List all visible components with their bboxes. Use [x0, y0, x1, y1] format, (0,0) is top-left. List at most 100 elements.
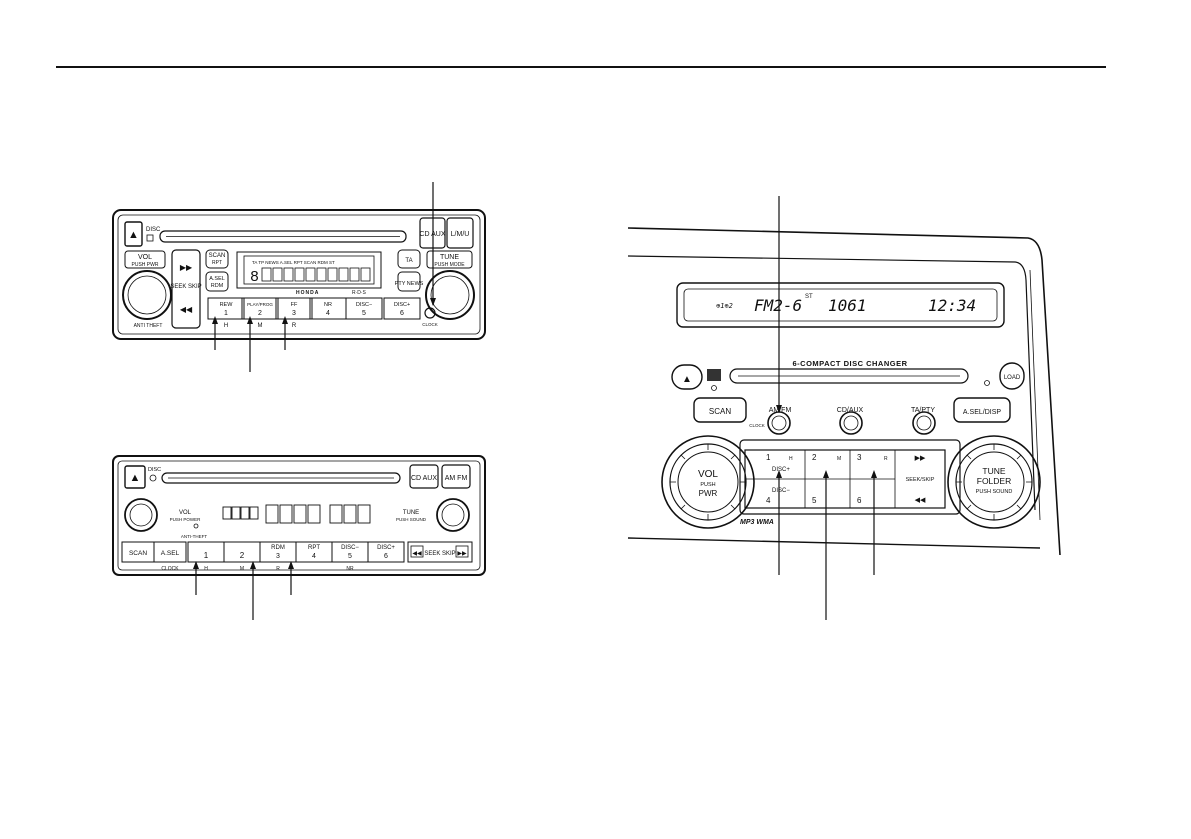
- asel-disp-button[interactable]: [953, 397, 1011, 423]
- preset-button-5[interactable]: [345, 297, 383, 320]
- preset-b-6-num: 6: [384, 553, 388, 560]
- preset-b-1-num: 1: [204, 551, 209, 560]
- rdm-label: RDM: [211, 283, 224, 289]
- tune-label-c: TUNE: [982, 466, 1005, 476]
- display-digit: 8: [250, 269, 259, 286]
- push-mode-label: PUSH MODE: [434, 262, 465, 268]
- push-label-c: PUSH: [700, 482, 715, 488]
- preset-b-6-top: DISC+: [377, 545, 395, 551]
- hmr-c-h: H: [789, 456, 793, 462]
- hmr-r: R: [292, 323, 297, 329]
- tune-knob[interactable]: [425, 270, 475, 320]
- seek-skip-label-b: SEEK SKIP: [424, 551, 455, 557]
- am-fm-button-b[interactable]: [441, 464, 471, 489]
- load-button[interactable]: [999, 362, 1025, 390]
- radio-a: ▲ DISC CD AUX L/M/U VOL PUSH PWR ANTI TH…: [112, 182, 486, 372]
- eject-button-b[interactable]: [124, 465, 146, 489]
- am-fm-button[interactable]: [767, 411, 791, 435]
- seek-skip-rocker[interactable]: [171, 249, 201, 329]
- ta-label: TA: [405, 258, 412, 264]
- hmr-h: H: [224, 323, 228, 329]
- header-rule: [56, 66, 1106, 68]
- radio-c: ⊕1⊕2 FM2-6 ST 1061 12:34 6-COMPACT DISC …: [627, 196, 1061, 620]
- display-band: FM2-6: [754, 296, 802, 315]
- preset-c-1[interactable]: 1: [766, 453, 771, 462]
- lmu-button[interactable]: [446, 217, 474, 249]
- below-r: R: [276, 566, 280, 572]
- seek-skip-rocker-b[interactable]: [407, 541, 473, 563]
- callout-arrowheads-a: [212, 298, 436, 324]
- lmu-label: L/M/U: [451, 231, 470, 238]
- preset-b-6[interactable]: [367, 541, 405, 563]
- preset-b-4-top: RPT: [308, 545, 320, 551]
- disc-minus-label: DISC−: [772, 488, 790, 494]
- preset-c-6[interactable]: 6: [857, 496, 862, 505]
- preset-b-5-num: 5: [348, 553, 352, 560]
- tune-label-box: [426, 250, 473, 269]
- preset-button-3[interactable]: [275, 297, 313, 320]
- tune-knob-c[interactable]: [947, 435, 1041, 529]
- eject-button[interactable]: [124, 221, 143, 247]
- radio-b: ▲ DISC CD AUX AM FM VOL PUSH POWER ANTI-…: [112, 455, 486, 620]
- disc-label: DISC: [146, 227, 161, 233]
- preset-c-5[interactable]: 5: [812, 496, 817, 505]
- clock-label-b: CLOCK: [161, 566, 179, 572]
- preset-button-1[interactable]: [207, 297, 245, 320]
- tune-label-b: TUNE: [403, 510, 419, 516]
- cd-slot: [159, 230, 407, 243]
- vol-knob-c[interactable]: [661, 435, 755, 529]
- asel-rdm-button[interactable]: [205, 271, 229, 292]
- tune-knob-b[interactable]: [436, 498, 470, 532]
- am-fm-label-c: AM/FM: [769, 407, 792, 414]
- eject-icon-b: ▲: [130, 472, 141, 484]
- hmr-c-r: R: [884, 456, 888, 462]
- rpt-label: RPT: [212, 260, 222, 266]
- preset-c-2[interactable]: 2: [812, 453, 817, 462]
- clock-button[interactable]: [424, 307, 436, 319]
- scan-rpt-button[interactable]: [205, 249, 229, 269]
- preset-2-top: PLAY/PROG: [247, 302, 273, 307]
- changer-label: 6-COMPACT DISC CHANGER: [792, 359, 907, 368]
- callout-lines-a: [214, 182, 434, 372]
- anti-theft-label: ANTI THEFT: [134, 323, 163, 329]
- cd-slot-b: [161, 472, 401, 484]
- volume-knob[interactable]: [122, 270, 172, 320]
- cd-aux-button-c[interactable]: [839, 411, 863, 435]
- scan-label-b: SCAN: [129, 550, 147, 557]
- preset-button-2[interactable]: [241, 297, 279, 320]
- preset-6-top: DISC+: [394, 302, 410, 308]
- callout-arrowheads-b: [193, 561, 294, 569]
- display-st: ST: [805, 294, 813, 300]
- preset-6-num: 6: [400, 310, 404, 317]
- ta-button[interactable]: [397, 249, 421, 269]
- preset-c-3[interactable]: 3: [857, 453, 862, 462]
- scan-button-c[interactable]: [693, 397, 747, 423]
- hmr-c-m: M: [837, 456, 841, 462]
- volume-knob-b[interactable]: [124, 498, 158, 532]
- disc-indicator: [146, 234, 154, 242]
- ta-pty-button[interactable]: [912, 411, 936, 435]
- disc-indicator-b: [149, 474, 157, 482]
- preset-3-num: 3: [292, 310, 296, 317]
- ta-pty-label: TA/PTY: [911, 407, 935, 414]
- disc-logo: [707, 369, 721, 381]
- push-sound-label-b: PUSH SOUND: [396, 517, 427, 522]
- preset-1-num: 1: [224, 310, 228, 317]
- preset-c-4[interactable]: 4: [766, 496, 771, 505]
- vol-label-box: [124, 250, 166, 269]
- next-track-icon-b: ▶▶: [457, 551, 467, 557]
- pty-news-button[interactable]: [397, 271, 421, 292]
- anti-theft-label-b: ANTI-THEFT: [181, 534, 207, 539]
- preset-button-6[interactable]: [383, 297, 421, 320]
- preset-panel-c: [739, 439, 961, 515]
- am-fm-label-b: AM FM: [445, 475, 468, 482]
- cd-aux-button-b[interactable]: [409, 464, 439, 489]
- eject-button-c[interactable]: [671, 364, 703, 390]
- next-track-icon: ▶▶: [180, 263, 193, 272]
- seek-skip-label-c[interactable]: SEEK/SKIP: [906, 477, 935, 483]
- callout-lines-b: [195, 566, 292, 620]
- eject-icon: ▲: [128, 229, 139, 241]
- clock-label: CLOCK: [422, 322, 438, 327]
- asel-button-b[interactable]: [153, 541, 187, 563]
